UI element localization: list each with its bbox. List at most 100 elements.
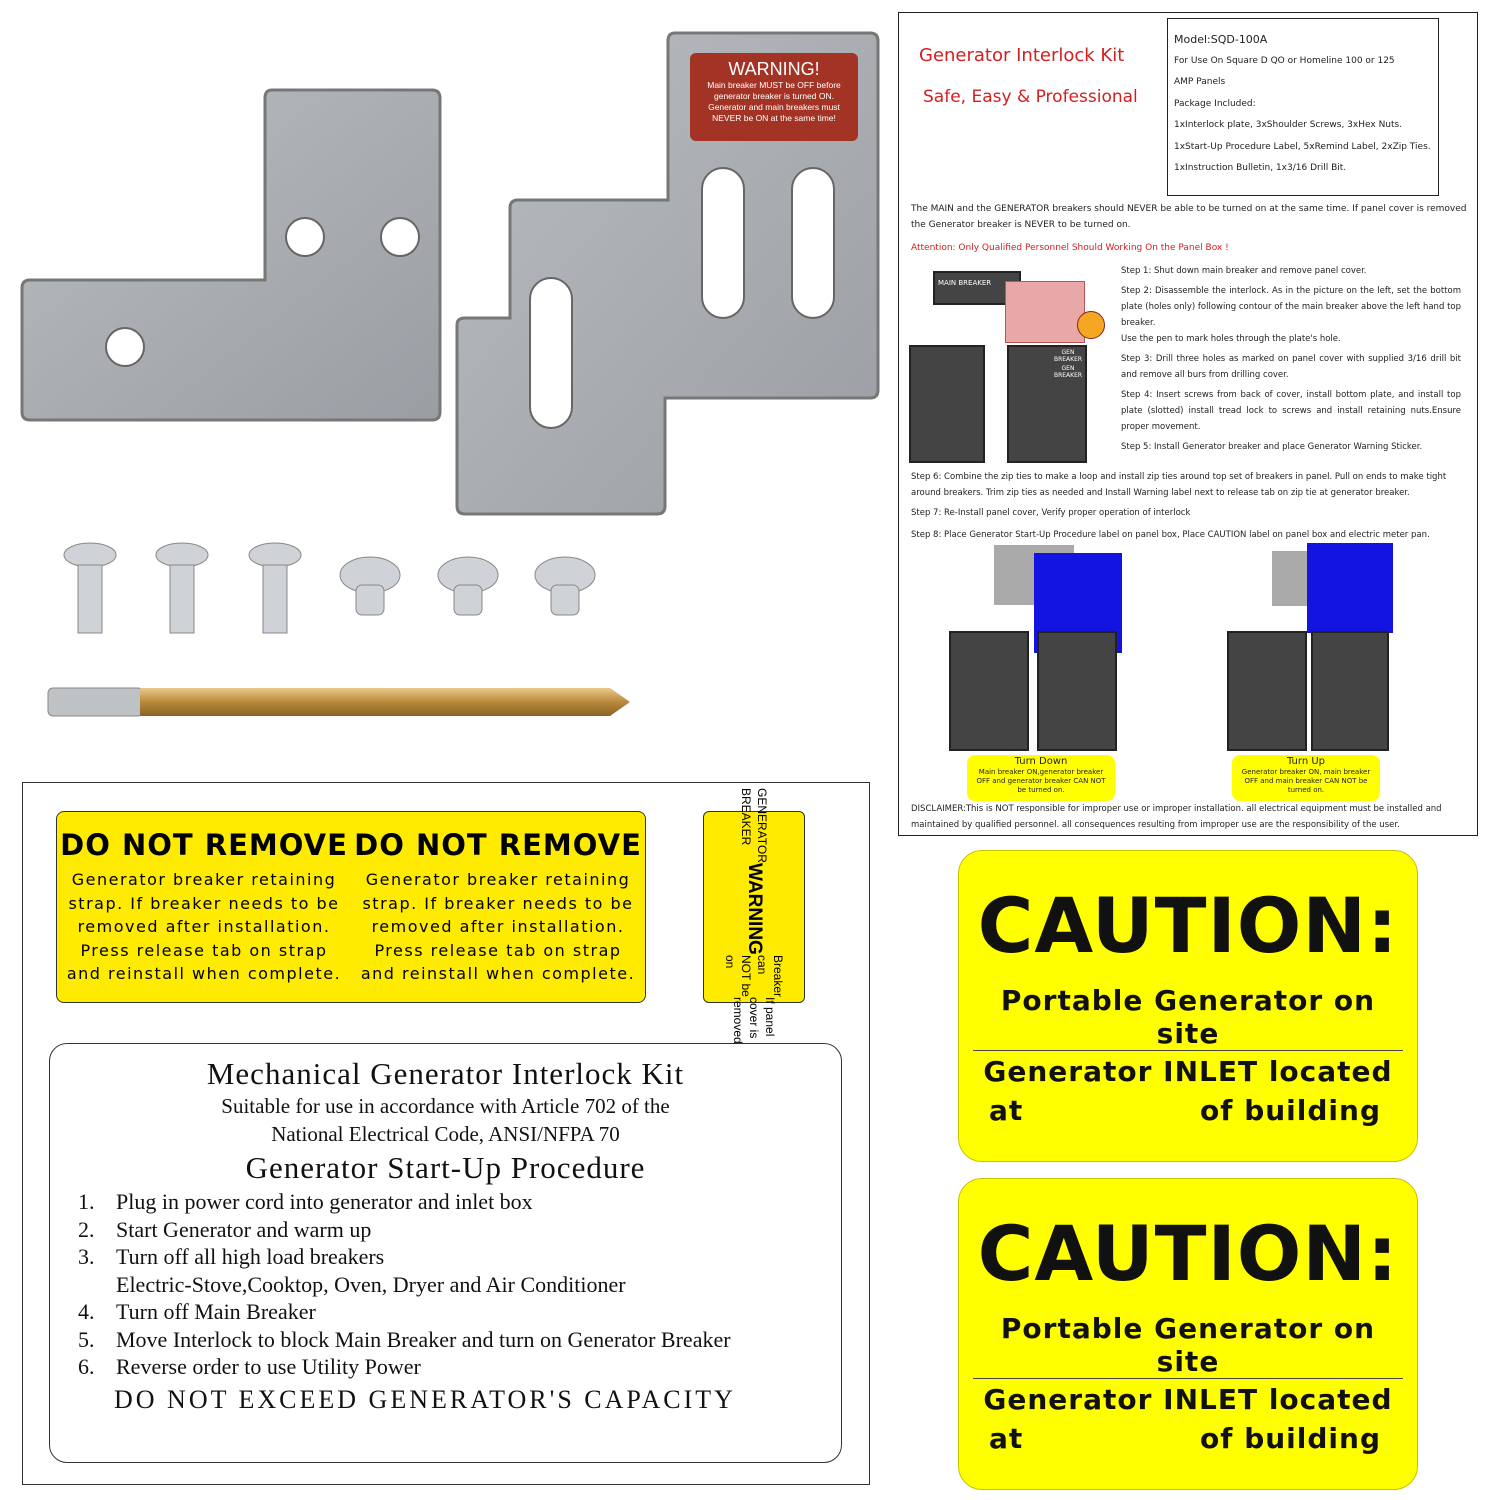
procedure-list: 1. Plug in power cord into generator and … <box>78 1188 841 1381</box>
procedure-item: 6. Reverse order to use Utility Power <box>78 1353 841 1381</box>
bottom-plate <box>20 88 442 422</box>
item-text: Plug in power cord into generator and in… <box>116 1189 533 1214</box>
sheet-title: Generator Interlock Kit <box>919 45 1125 66</box>
procedure-subtitle: Suitable for use in accordance with Arti… <box>221 1094 670 1118</box>
caution-at: at <box>989 1094 1024 1127</box>
step: Step 5: Install Generator breaker and pl… <box>1121 442 1423 452</box>
dnr-line: strap. If breaker needs to be <box>362 893 634 913</box>
step: Step 1: Shut down main breaker and remov… <box>1121 266 1367 276</box>
gen-warning-title: WARNING <box>744 863 765 956</box>
plate-warning-line: Main breaker MUST be OFF before <box>707 80 841 90</box>
item-number: 1. <box>78 1189 95 1214</box>
caution-label: CAUTION: Portable Generator on site Gene… <box>958 850 1418 1162</box>
breaker-column <box>1311 631 1389 751</box>
package-item: 1xInterlock plate, 3xShoulder Screws, 3x… <box>1174 120 1403 130</box>
package-item: 1xStart-Up Procedure Label, 5xRemind Lab… <box>1174 141 1431 152</box>
interlock-plate <box>1005 281 1085 343</box>
dnr-title: DO NOT REMOVE <box>354 828 642 862</box>
procedure-title: Mechanical Generator Interlock Kit <box>206 1056 685 1091</box>
step: Step 2: Disassemble the interlock. As in… <box>1121 286 1461 328</box>
breaker-column <box>1227 631 1307 751</box>
hex-nuts <box>339 556 596 616</box>
caution-label: CAUTION: Portable Generator on site Gene… <box>958 1178 1418 1490</box>
item-text: Turn off Main Breaker <box>116 1299 316 1324</box>
procedure-item: Electric-Stove,Cooktop, Oven, Dryer and … <box>78 1271 841 1299</box>
plate-warning-title: WARNING! <box>728 59 820 79</box>
caution-line: Portable Generator on site <box>973 984 1403 1051</box>
dnr-title: DO NOT REMOVE <box>60 828 348 862</box>
interlock-plate <box>1307 543 1393 633</box>
sheet-subtitle: Safe, Easy & Professional <box>923 87 1138 107</box>
item-text: Start Generator and warm up <box>116 1216 372 1242</box>
turn-up-text: Generator breaker ON, main breaker OFF a… <box>1241 768 1371 794</box>
caution-of-building: of building <box>1200 1094 1381 1127</box>
breaker-column <box>909 345 985 463</box>
item-number: 2. <box>78 1216 95 1242</box>
turn-down-callout: Turn Down Main breaker ON,generator brea… <box>967 755 1115 801</box>
item-number: 3. <box>78 1244 95 1269</box>
plate-warning-line: Generator and main breakers must <box>708 102 840 112</box>
dnr-line: removed after installation. <box>77 917 331 936</box>
do-not-remove-label: DO NOT REMOVE Generator breaker retainin… <box>56 811 646 1003</box>
turn-down-diagram <box>949 545 1139 755</box>
panel-diagram: MAIN BREAKER GEN BREAKER GEN BREAKER <box>909 261 1109 465</box>
gen-breaker-label: GEN BREAKER <box>1053 365 1083 379</box>
plate-warning-line: generator breaker is turned ON. <box>713 91 834 101</box>
do-not-remove-half: DO NOT REMOVE Generator breaker retainin… <box>351 812 645 1002</box>
step-8: Step 8: Place Generator Start-Up Procedu… <box>911 530 1430 540</box>
item-text: Electric-Stove,Cooktop, Oven, Dryer and … <box>116 1271 626 1297</box>
caution-line: Portable Generator on site <box>973 1312 1403 1379</box>
dnr-line: and reinstall when complete. <box>66 964 342 983</box>
dnr-line: Press release tab on strap <box>80 940 328 960</box>
caution-of-building: of building <box>1200 1422 1381 1455</box>
gen-warning-line: If panel cover is removed <box>731 997 777 1044</box>
turn-down-title: Turn Down <box>1014 756 1068 767</box>
caution-line: Generator INLET located <box>983 1055 1393 1088</box>
item-number: 6. <box>78 1354 95 1379</box>
step-7: Step 7: Re-Install panel cover, Verify p… <box>911 508 1191 518</box>
item-text: Move Interlock to block Main Breaker and… <box>116 1326 731 1352</box>
amp: AMP Panels <box>1174 77 1226 87</box>
package-item: 1xInstruction Bulletin, 1x3/16 Drill Bit… <box>1174 163 1347 173</box>
package-title: Package Included: <box>1174 98 1256 109</box>
dnr-line: Generator breaker retaining <box>365 870 631 889</box>
model-box: Model:SQD-100A For Use On Square D QO or… <box>1167 18 1439 196</box>
breaker-column <box>1007 345 1087 463</box>
turn-down-text: Main breaker ON,generator breaker OFF an… <box>976 768 1106 794</box>
gen-breaker-label: GEN BREAKER <box>1053 349 1083 363</box>
procedure-item: 4.Turn off Main Breaker <box>78 1298 841 1326</box>
procedure-footer: DO NOT EXCEED GENERATOR'S CAPACITY <box>114 1384 736 1414</box>
procedure-item: 3. Turn off all high load breakers <box>78 1243 841 1271</box>
dnr-line: removed after installation. <box>371 917 625 936</box>
item-number: 5. <box>78 1326 95 1352</box>
drill-bit <box>47 687 630 717</box>
do-not-remove-half: DO NOT REMOVE Generator breaker retainin… <box>57 812 351 1002</box>
intro-text: The MAIN and the GENERATOR breakers shou… <box>911 204 1467 230</box>
turn-up-diagram <box>1227 543 1417 753</box>
plate-warning-line: NEVER be ON at the same time! <box>712 113 836 123</box>
disclaimer: DISCLAIMER:This is NOT responsible for i… <box>911 804 1442 830</box>
steps-list: Step 1: Shut down main breaker and remov… <box>1121 263 1461 459</box>
dnr-line: Generator breaker retaining <box>71 870 337 889</box>
dnr-line: and reinstall when complete. <box>360 964 636 983</box>
procedure-heading: Generator Start-Up Procedure <box>245 1150 646 1185</box>
step-6: Step 6: Combine the zip ties to make a l… <box>911 472 1447 498</box>
item-text: Turn off all high load breakers <box>116 1244 385 1269</box>
step: Use the pen to mark holes through the pl… <box>1121 334 1341 344</box>
item-text: Reverse order to use Utility Power <box>116 1354 421 1379</box>
drill-icon <box>1077 311 1105 339</box>
step: Step 4: Insert screws from back of cover… <box>1121 390 1461 432</box>
step: Step 3: Drill three holes as marked on p… <box>1121 354 1461 380</box>
breaker-column <box>949 631 1029 751</box>
startup-procedure-label: Mechanical Generator Interlock Kit Suita… <box>49 1043 842 1463</box>
dnr-line: Press release tab on strap <box>374 940 622 960</box>
dnr-line: strap. If breaker needs to be <box>68 893 340 913</box>
use-on: For Use On Square D QO or Homeline 100 o… <box>1174 55 1395 66</box>
caution-title: CAUTION: <box>977 1209 1399 1298</box>
product-photo <box>20 31 880 717</box>
procedure-subtitle: National Electrical Code, ANSI/NFPA 70 <box>271 1122 620 1146</box>
top-plate <box>455 31 880 516</box>
procedure-item: 2. Start Generator and warm up <box>78 1216 841 1244</box>
turn-up-title: Turn Up <box>1286 756 1326 767</box>
caution-title: CAUTION: <box>977 881 1399 970</box>
